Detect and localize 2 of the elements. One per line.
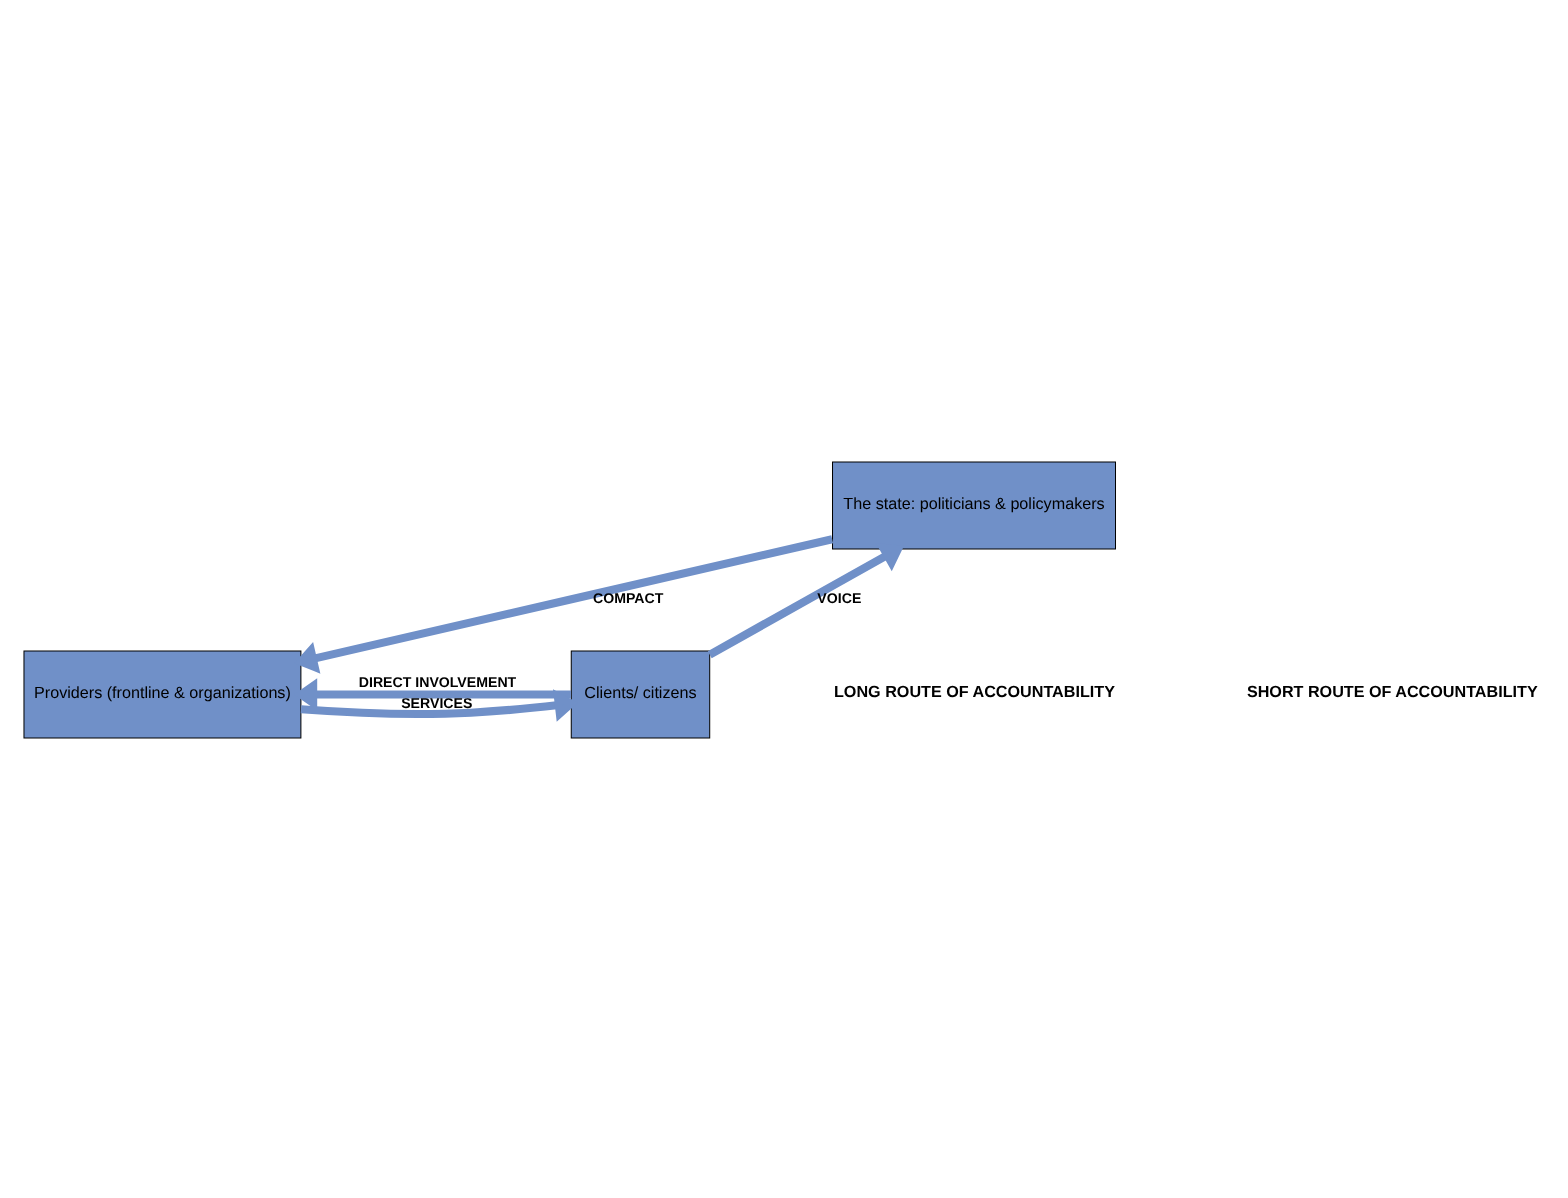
label: LONG ROUTE OF ACCOUNTABILITY <box>834 682 1115 701</box>
label: SHORT ROUTE OF ACCOUNTABILITY <box>1246 682 1538 701</box>
